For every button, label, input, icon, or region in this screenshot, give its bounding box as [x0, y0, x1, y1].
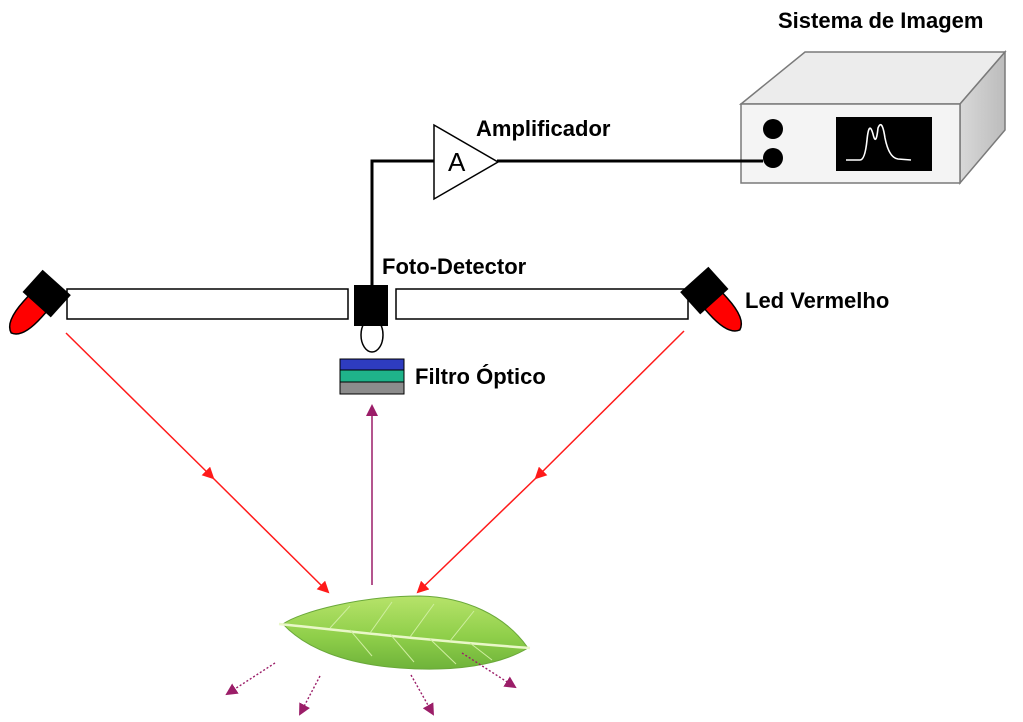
imaging-system-label: Sistema de Imagem: [778, 8, 984, 33]
oscilloscope-icon: [846, 123, 912, 161]
optical-filter: [339, 358, 405, 395]
knob-bottom: [763, 148, 783, 168]
leaf-icon: [278, 595, 531, 670]
scattered-emission: [225, 652, 517, 716]
left-guide-bar: [66, 288, 349, 320]
amplifier-icon: [433, 123, 500, 201]
red-led-label: Led Vermelho: [745, 288, 890, 313]
excitation-light-left: [65, 332, 330, 594]
amplifier-label: Amplificador: [476, 116, 611, 141]
right-guide-bar: [395, 288, 689, 320]
excitation-light-right: [416, 330, 685, 594]
optical-filter-label: Filtro Óptico: [415, 364, 546, 389]
oscilloscope-screen: [836, 117, 932, 171]
amplifier-symbol: A: [448, 147, 466, 177]
knob-top: [763, 119, 783, 139]
photodetector-icon: [354, 285, 388, 353]
led-emitter-icon: [680, 266, 743, 332]
photodetector-label: Foto-Detector: [382, 254, 527, 279]
led-emitter-icon: [8, 269, 71, 335]
input-wire: [370, 159, 436, 290]
imaging-system-box: [738, 49, 1007, 186]
